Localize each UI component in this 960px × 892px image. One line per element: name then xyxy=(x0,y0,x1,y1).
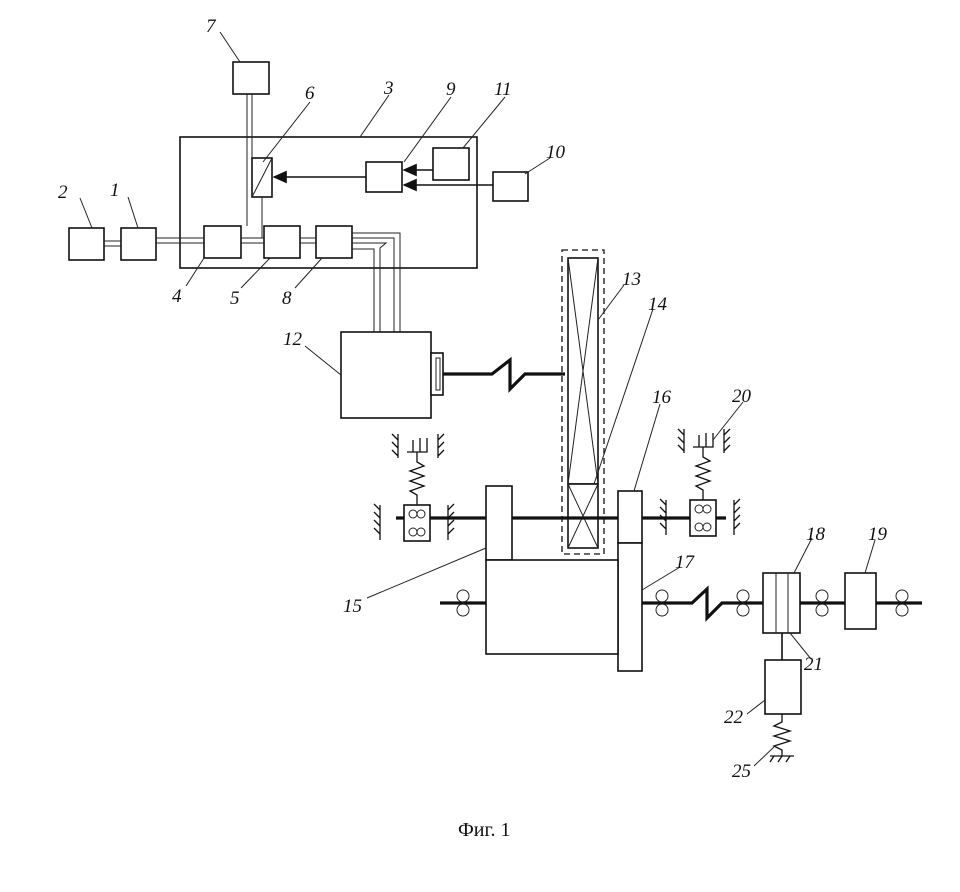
label-11: 11 xyxy=(494,79,512,100)
motor-coupling-shaft xyxy=(443,356,565,393)
block-9 xyxy=(365,161,403,193)
block-1 xyxy=(120,227,157,261)
leader-lines xyxy=(79,31,876,767)
signal-bus-lines xyxy=(104,94,401,333)
shaft-bearings xyxy=(456,589,909,617)
motor-12-flange xyxy=(430,352,444,396)
control-housing-3 xyxy=(179,136,478,269)
label-7: 7 xyxy=(206,16,217,37)
block-8 xyxy=(315,225,353,259)
block-6-diagonal xyxy=(251,157,273,198)
label-1: 1 xyxy=(110,180,120,201)
lower-shaft-right xyxy=(642,585,922,622)
right-bearing-support-20 xyxy=(659,428,741,537)
motor-12 xyxy=(340,331,432,419)
block-2 xyxy=(68,227,105,261)
label-25: 25 xyxy=(732,761,751,782)
label-16: 16 xyxy=(652,387,672,408)
gear-17 xyxy=(617,542,643,672)
gear-15 xyxy=(485,485,513,561)
label-18: 18 xyxy=(806,524,826,545)
flywheel-13-cross-b xyxy=(567,257,599,485)
motor-12-flange-detail xyxy=(435,357,441,391)
label-19: 19 xyxy=(868,524,888,545)
label-13: 13 xyxy=(622,269,641,290)
label-20: 20 xyxy=(732,386,752,407)
label-5: 5 xyxy=(230,288,240,309)
figure-caption: Фиг. 1 xyxy=(458,819,510,841)
spring-25 xyxy=(769,714,794,763)
label-4: 4 xyxy=(172,286,182,307)
clutch-18 xyxy=(762,572,801,634)
label-22: 22 xyxy=(724,707,744,728)
label-8: 8 xyxy=(282,288,292,309)
left-bearing-support xyxy=(373,433,455,542)
flywheel-outline-dashed xyxy=(561,249,605,555)
block-11 xyxy=(432,147,470,181)
gear-16 xyxy=(617,490,643,544)
label-9: 9 xyxy=(446,79,456,100)
label-6: 6 xyxy=(305,83,315,104)
label-15: 15 xyxy=(343,596,362,617)
main-drum xyxy=(485,559,619,655)
block-19 xyxy=(844,572,877,630)
block-10 xyxy=(492,171,529,202)
flywheel-14-cross-b xyxy=(567,483,599,549)
label-17: 17 xyxy=(675,552,696,573)
label-12: 12 xyxy=(283,329,303,350)
label-21: 21 xyxy=(804,654,823,675)
actuator-22 xyxy=(764,659,802,715)
block-7 xyxy=(232,61,270,95)
block-4 xyxy=(203,225,242,259)
label-3: 3 xyxy=(383,78,394,99)
block-5 xyxy=(263,225,301,259)
label-2: 2 xyxy=(58,182,68,203)
label-10: 10 xyxy=(546,142,566,163)
label-14: 14 xyxy=(648,294,668,315)
